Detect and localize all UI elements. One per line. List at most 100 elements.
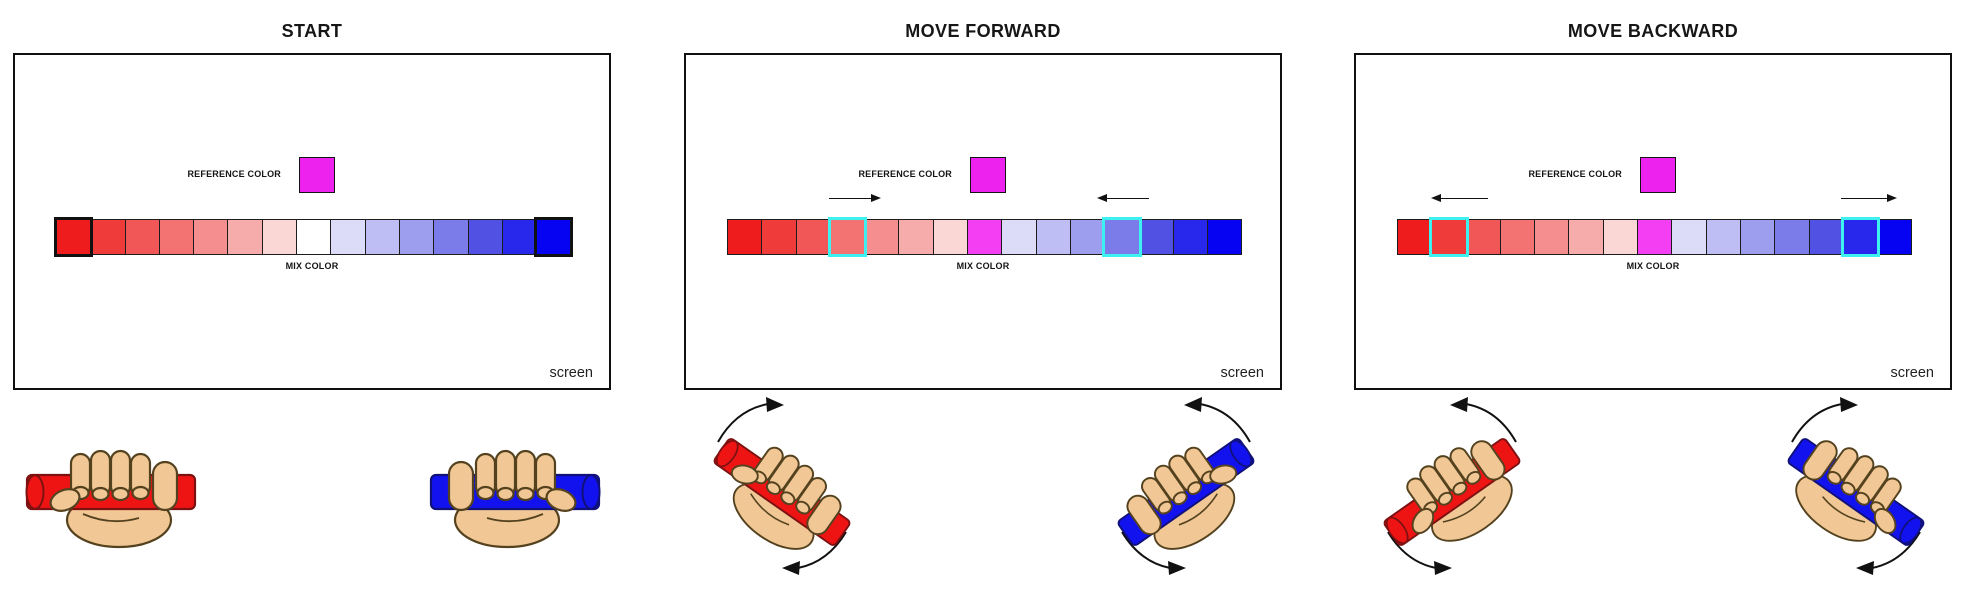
mix-color-square xyxy=(90,219,126,255)
selection-highlight-ring xyxy=(54,217,94,257)
fingertip xyxy=(1466,470,1482,485)
mix-color-square xyxy=(1534,219,1570,255)
thumb xyxy=(1209,464,1238,485)
fingertip xyxy=(131,485,150,501)
mix-color-strip xyxy=(1397,217,1913,257)
left-hand-red-knob xyxy=(672,380,892,600)
mix-color-square xyxy=(1172,219,1209,255)
mix-color-square xyxy=(1840,217,1881,257)
mix-color-square xyxy=(227,219,263,255)
fingertip xyxy=(1826,470,1842,485)
mix-color-square xyxy=(193,219,229,255)
thumb xyxy=(1873,507,1897,535)
mix-color-square xyxy=(1774,219,1810,255)
mix-color-square xyxy=(727,219,763,255)
right-hand-blue-knob xyxy=(1076,380,1296,600)
stick-cap xyxy=(25,474,45,510)
mix-color-square xyxy=(1877,219,1913,255)
screen-box: REFERENCE COLOR MIX COLOR screen xyxy=(13,53,611,390)
mix-color-square xyxy=(261,219,298,255)
panel-move-backward: MOVE BACKWARD REFERENCE COLOR MIX COLOR … xyxy=(1354,0,1952,575)
fingertip xyxy=(1157,500,1173,515)
mix-color-square xyxy=(1671,219,1707,255)
hand-edge xyxy=(1802,440,1838,481)
stick-cap xyxy=(581,474,601,510)
mix-color-square xyxy=(1739,219,1776,255)
mix-color-square xyxy=(124,219,160,255)
palm-crease xyxy=(1178,493,1218,526)
fingertip xyxy=(476,485,495,501)
fingertip xyxy=(1437,491,1453,506)
mix-color-square xyxy=(398,219,435,255)
mix-color-square xyxy=(1568,219,1604,255)
mix-color-square xyxy=(1429,217,1469,257)
mix-color-strip xyxy=(54,217,574,257)
selection-highlight-ring xyxy=(534,217,574,257)
mix-color-square xyxy=(1397,219,1433,255)
fingertip xyxy=(496,486,515,502)
mix-color-square xyxy=(864,219,900,255)
mix-color-square xyxy=(1637,219,1673,255)
left-hand-red-knob xyxy=(1,380,221,600)
screen-box: REFERENCE COLOR MIX COLOR screen xyxy=(684,53,1282,390)
hand-edge xyxy=(151,460,179,512)
fingertip xyxy=(516,486,535,502)
hand-edge xyxy=(1470,440,1506,481)
reference-color-label: REFERENCE COLOR xyxy=(858,169,952,179)
mix-color-square xyxy=(1465,219,1501,255)
fingertip xyxy=(765,481,781,496)
mix-color-square xyxy=(1602,219,1639,255)
reference-color-swatch xyxy=(299,157,335,193)
hand-edge xyxy=(1126,494,1162,536)
fingertip xyxy=(1187,481,1203,496)
mix-color-label: MIX COLOR xyxy=(1626,261,1680,271)
fingertip xyxy=(91,486,110,502)
panel-title: MOVE BACKWARD xyxy=(1567,20,1739,41)
fingertip xyxy=(1840,481,1856,496)
arrow-left-icon xyxy=(1097,194,1149,203)
rotate-ccw-arrow-icon xyxy=(1387,397,1517,575)
screen-caption: screen xyxy=(549,365,593,381)
mix-color-square xyxy=(158,219,195,255)
fingertip xyxy=(1452,481,1468,496)
mix-color-strip xyxy=(727,217,1243,257)
mix-color-square xyxy=(1138,219,1174,255)
right-hand-blue-knob xyxy=(405,380,625,600)
stick-cap xyxy=(1899,516,1923,545)
screen-caption: screen xyxy=(1890,365,1934,381)
thumb xyxy=(49,488,81,512)
left-hand-red-knob xyxy=(1342,380,1562,600)
stick-cap xyxy=(1229,439,1253,468)
rotate-cw-arrow-icon xyxy=(1791,397,1921,575)
panel-start: START REFERENCE COLOR MIX COLOR screen xyxy=(13,0,611,574)
stick-cap xyxy=(715,439,739,468)
mix-color-square xyxy=(1102,217,1142,257)
rotate-cw-arrow-icon xyxy=(717,397,847,575)
mix-color-label: MIX COLOR xyxy=(285,261,339,271)
panel-title: MOVE FORWARD xyxy=(905,20,1061,41)
thumb xyxy=(1411,507,1435,535)
figure-canvas: { "style_colors": { "skin": "#f0c795", "… xyxy=(13,0,1952,575)
palm-crease xyxy=(1442,496,1486,523)
stick-cap xyxy=(1385,516,1409,545)
mix-color-square xyxy=(898,219,934,255)
mix-color-square xyxy=(433,219,469,255)
mix-color-square xyxy=(1808,219,1844,255)
fingertip xyxy=(111,486,130,502)
screen-caption: screen xyxy=(1220,365,1264,381)
panel-title: START xyxy=(281,20,343,41)
mix-color-square xyxy=(501,219,538,255)
fingertip xyxy=(795,500,811,515)
reference-color-swatch xyxy=(1640,157,1676,193)
mix-color-square xyxy=(795,219,831,255)
hand-edge xyxy=(806,494,842,536)
fingertip xyxy=(780,491,796,506)
mix-color-square xyxy=(330,219,366,255)
mix-color-square xyxy=(1035,219,1071,255)
screen-box: REFERENCE COLOR MIX COLOR screen xyxy=(1354,53,1952,390)
mix-color-square xyxy=(1069,219,1106,255)
mix-color-label: MIX COLOR xyxy=(956,261,1010,271)
palm-crease xyxy=(486,513,544,523)
arrow-left-icon xyxy=(1431,194,1488,203)
mix-color-square xyxy=(1207,219,1243,255)
